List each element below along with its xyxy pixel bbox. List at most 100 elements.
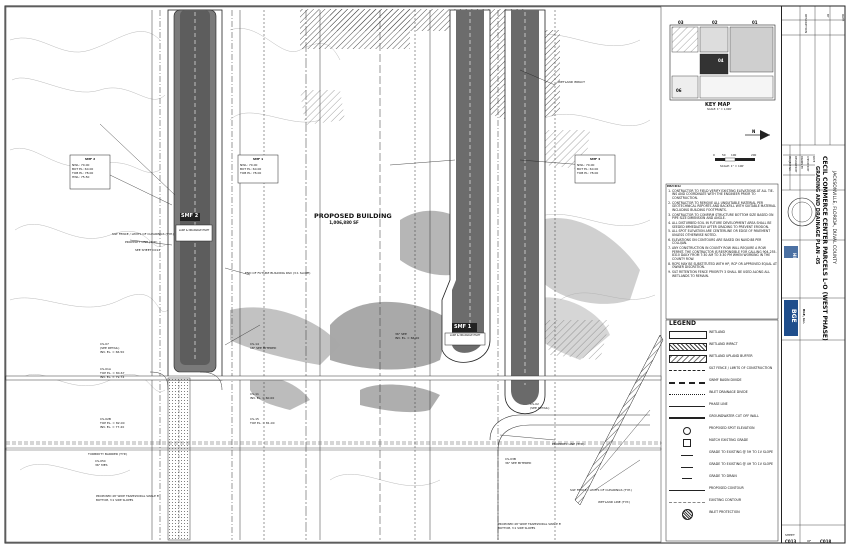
project-name: CECIL COMMERCE CENTER PARCELS L-O (WEST … — [821, 156, 828, 341]
legend-box — [665, 319, 779, 542]
svg-text:CS-11: CS-11 — [250, 392, 259, 396]
legend-item: GRADE TO EXISTING @ 4H TO 1V SLOPE — [669, 461, 779, 471]
legend-item: INLET DRAINAGE DIVIDE — [669, 389, 779, 399]
svg-text:SMF 4: SMF 4 — [590, 157, 600, 161]
roads — [5, 371, 662, 541]
silt-fence-label-right: SILT FENCE / LIMITS OF CLEARINGS (TYP.) — [570, 488, 632, 492]
svg-text:INV. EL. = 77.20: INV. EL. = 77.20 — [100, 425, 124, 429]
north-arrow: N — [745, 129, 770, 140]
scale-text: SCALE: 1" = 100' — [720, 164, 745, 168]
keymap-scale: SCALE: 1" = 1,000' — [707, 108, 732, 111]
sheet-number: C013 — [785, 539, 797, 544]
smf-right-sub: LAKE & DRAINAGE ESMT — [449, 334, 481, 337]
legend: LEGEND WETLAND WETLAND IMPACT WETLAND UP… — [667, 320, 779, 535]
swale-note-right: PROPOSED 48' WIDE TRAPEZOIDAL SWALE 8' B… — [498, 522, 562, 530]
svg-text:CS-05C: CS-05C — [95, 459, 106, 463]
svg-text:HWL: 75.50: HWL: 75.50 — [72, 175, 90, 179]
sheet-title: GRADING AND DRAINAGE PLAN -05 — [814, 166, 820, 265]
drawn-by-label: DRAWN BY — [800, 156, 803, 169]
wetland-line-label: WETLAND LINE (TYP.) — [598, 500, 630, 504]
see-sheet-label: SEE SHEET C014 — [135, 248, 161, 252]
svg-text:(SEE DETAIL): (SEE DETAIL) — [100, 346, 119, 350]
sheet-of: OF — [807, 539, 812, 543]
wetland-impact-label: WETLAND IMPACT — [558, 80, 586, 84]
svg-text:N: N — [752, 129, 755, 134]
keymap-cell-06: 06 — [676, 88, 682, 93]
svg-text:NWL: 70.00: NWL: 70.00 — [72, 163, 90, 167]
legend-item: WETLAND UPLAND BUFFER — [669, 353, 779, 363]
smf-callout-boxes — [69, 154, 616, 190]
legend-item: EXISTING CONTOUR — [669, 497, 779, 507]
note-item: SILT RETENTION FENCE PRIORITY 3 SHALL BE… — [672, 270, 777, 278]
legend-item: PHASE LINE — [669, 401, 779, 411]
project-location: JACKSONVILLE, FLORIDA, DUVAL COUNTY — [831, 171, 836, 264]
title-block-grid — [781, 6, 845, 543]
keymap-cell-03: 03 — [678, 20, 684, 25]
svg-text:BOT EL: 60.00: BOT EL: 60.00 — [240, 167, 261, 171]
legend-item: MATCH EXISTING GRADE — [669, 437, 779, 447]
svg-text:CS-07: CS-07 — [100, 342, 109, 346]
swale-note-left: PROPOSED 48' WIDE TRAPEZOIDAL SWALE 8' B… — [96, 494, 160, 502]
property-line-label-right: PROPERTY LINE (TYP.) — [552, 442, 585, 446]
sheet-total: C018 — [820, 539, 832, 544]
smf-right-pond — [441, 9, 491, 363]
note-item: RCPS MAY BE SUBSTITUTED WITH HP, RCP OR … — [672, 262, 777, 270]
legend-item: INLET PROTECTION — [669, 509, 779, 520]
general-notes: NOTES: CONTRACTOR TO FIELD VERIFY EXISTI… — [667, 185, 777, 318]
keymap-title: KEY MAP — [705, 102, 731, 108]
svg-text:TOB EL: 78.00: TOB EL: 78.00 — [576, 171, 598, 175]
smf-right-label: SMF 1 — [454, 324, 472, 330]
svg-text:TOB EL: 78.00: TOB EL: 78.00 — [239, 171, 261, 175]
svg-text:TOP EL. = 82.00: TOP EL. = 82.00 — [99, 421, 125, 425]
svg-text:CS-15: CS-15 — [250, 417, 259, 421]
leader-lines — [99, 69, 651, 491]
svg-text:NWL: 70.00: NWL: 70.00 — [240, 163, 258, 167]
turbidity-label: TURBIDITY BARRIER (TYP.) — [88, 452, 128, 456]
scale-bar — [715, 157, 755, 162]
note-item: ALL DISTURBED SOIL IN FUTURE DEVELOPMENT… — [672, 221, 777, 229]
note-item: CONTRACTOR TO FIELD VERIFY EXISTING ELEV… — [672, 189, 777, 201]
by-header: BY — [826, 14, 830, 18]
legend-item: WETLAND IMPACT — [669, 341, 779, 351]
checked-by-label: CHECKED BY — [806, 156, 809, 172]
property-line-label: PROPERTY LINE (TYP.) — [125, 240, 158, 244]
keymap-cell-02: 02 — [712, 20, 718, 25]
svg-text:INV. EL. = 66.50: INV. EL. = 66.50 — [100, 350, 124, 354]
company-name: BGE, Inc. — [802, 309, 806, 325]
svg-text:SMF 2: SMF 2 — [85, 157, 95, 161]
end-of-pad-label: END OF FUTURE BUILDING PAD (3:1 SLOPE) — [245, 271, 311, 275]
sheet-label: SHEET — [785, 533, 795, 537]
description-header: DESCRIPTION — [804, 14, 808, 33]
legend-item: GRADE TO EXISTING @ 5H TO 1V SLOPE — [669, 449, 779, 459]
designed-by-label: DESIGNED BY — [794, 156, 797, 173]
keymap-cell-01: 01 — [752, 20, 758, 25]
keymap-cell-04: 04 — [718, 58, 724, 63]
notes-box — [665, 183, 779, 320]
company-logo: BGE — [790, 309, 797, 323]
legend-item: WETLAND — [669, 329, 779, 339]
svg-text:CS-02: CS-02 — [530, 402, 539, 406]
legend-item: SILT FENCE / LIMITS OF CONSTRUCTION — [669, 365, 779, 375]
structure-labels: CS-07(SEE DETAIL)INV. EL. = 66.50 CS-01A… — [95, 332, 549, 467]
bge-logo — [784, 300, 798, 336]
svg-text:SMF 1: SMF 1 — [253, 157, 263, 161]
note-item: CONTRACTOR TO CONFIRM STRUCTURE BOTTOM S… — [672, 213, 777, 221]
svg-text:INV. EL. = 66.00: INV. EL. = 66.00 — [395, 336, 419, 340]
title-block: GRADING AND DRAINAGE PLAN -05 CECIL COMM… — [781, 6, 846, 544]
date-header: DATE — [841, 14, 845, 22]
svg-text:(SEE DETAIL): (SEE DETAIL) — [530, 406, 549, 410]
scale-label-50: 50 — [722, 153, 726, 157]
wetland-areas — [230, 210, 640, 413]
engineer-seal — [787, 197, 817, 227]
svg-text:CS-01A: CS-01A — [100, 367, 112, 371]
legend-title: LEGEND — [669, 320, 696, 327]
smf-far-right-pond — [504, 9, 546, 415]
svg-text:CS-14: CS-14 — [250, 342, 259, 346]
note-item: ALL SPOT ELEVATION ARE CENTERLINE OR EDG… — [672, 229, 777, 237]
svg-text:36" MES: 36" MES — [95, 463, 108, 467]
note-item: ANY CONSTRUCTION IN COUNTY ROW WILL REQU… — [672, 246, 777, 261]
svg-text:BOT EL: 60.00: BOT EL: 60.00 — [577, 167, 598, 171]
silt-fence-label: SILT FENCE / LIMITS OF CLEARINGS (TYP.) — [112, 232, 174, 236]
